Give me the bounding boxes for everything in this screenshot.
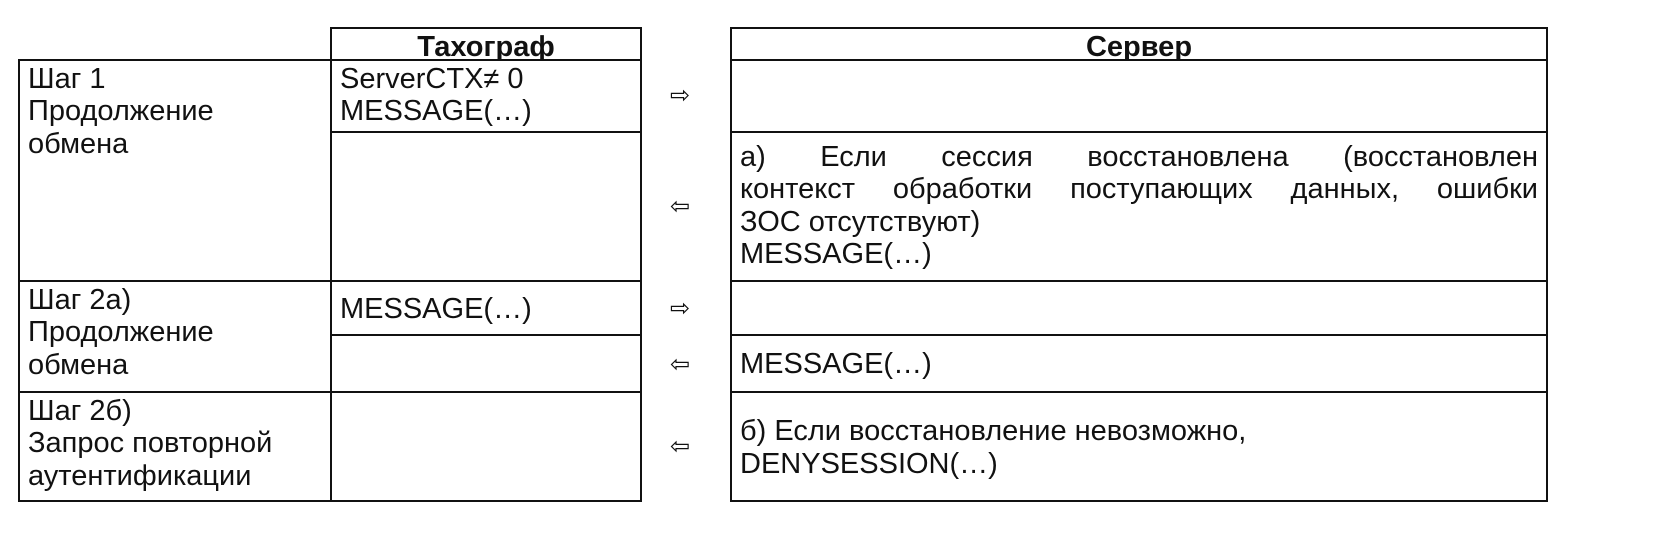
step2a-desc-line1: Продолжение: [28, 316, 214, 349]
server-deny-line1: б) Если восстановление невозможно,: [740, 415, 1247, 448]
right-arrow-icon: ⇨: [669, 294, 691, 322]
header-tachograph-label: Тахограф: [417, 31, 555, 61]
server-deny-message: DENYSESSION(…): [740, 447, 998, 480]
right-arrow-icon: ⇨: [669, 81, 691, 109]
step1-desc-line2: обмена: [28, 127, 129, 160]
step1-label-cell: Шаг 1 Продолжение обмена: [18, 59, 332, 282]
server-session-restored-line2: контекст обработки поступающих данных, о…: [740, 173, 1538, 206]
tachograph-step1-message: MESSAGE(…): [340, 95, 532, 128]
step2b-desc-line2: аутентификации: [28, 459, 252, 492]
server-step2a-empty-cell: [730, 280, 1548, 336]
server-step1-empty-cell: [730, 59, 1548, 133]
server-deny-session-cell: б) Если восстановление невозможно, DENYS…: [730, 391, 1548, 502]
header-server: Сервер: [730, 27, 1548, 61]
step2a-desc-line2: обмена: [28, 348, 129, 381]
tachograph-step2a-message: MESSAGE(…): [340, 292, 532, 325]
step2a-title: Шаг 2а): [28, 284, 132, 316]
left-arrow-icon: ⇦: [669, 350, 691, 378]
server-session-restored-cell: а) Если сессия восстановлена (восстановл…: [730, 131, 1548, 282]
step2a-label-cell: Шаг 2а) Продолжение обмена: [18, 280, 332, 393]
tachograph-serverctx: ServerCTX≠ 0: [340, 63, 524, 95]
step1-desc-line1: Продолжение: [28, 95, 214, 128]
step2b-title: Шаг 2б): [28, 395, 132, 427]
server-session-restored-line3: ЗОС отсутствуют): [740, 205, 981, 238]
header-server-label: Сервер: [1085, 31, 1193, 61]
tachograph-step2b-empty-cell: [330, 391, 642, 502]
tachograph-step2a-message-cell: MESSAGE(…): [330, 280, 642, 336]
tachograph-step1-empty-cell: [330, 131, 642, 282]
server-step2a-message: MESSAGE(…): [740, 348, 932, 381]
tachograph-step1-message-cell: ServerCTX≠ 0 MESSAGE(…): [330, 59, 642, 133]
left-arrow-icon: ⇦: [669, 192, 691, 220]
left-arrow-icon: ⇦: [669, 432, 691, 460]
tachograph-step2a-empty-cell: [330, 334, 642, 393]
server-step2a-message-cell: MESSAGE(…): [730, 334, 1548, 393]
step2b-desc-line1: Запрос повторной: [28, 427, 273, 460]
server-session-restored-line1: а) Если сессия восстановлена (восстановл…: [740, 141, 1538, 173]
step1-title: Шаг 1: [28, 63, 106, 95]
header-tachograph: Тахограф: [330, 27, 642, 61]
step2b-label-cell: Шаг 2б) Запрос повторной аутентификации: [18, 391, 332, 502]
server-session-restored-message: MESSAGE(…): [740, 238, 932, 271]
